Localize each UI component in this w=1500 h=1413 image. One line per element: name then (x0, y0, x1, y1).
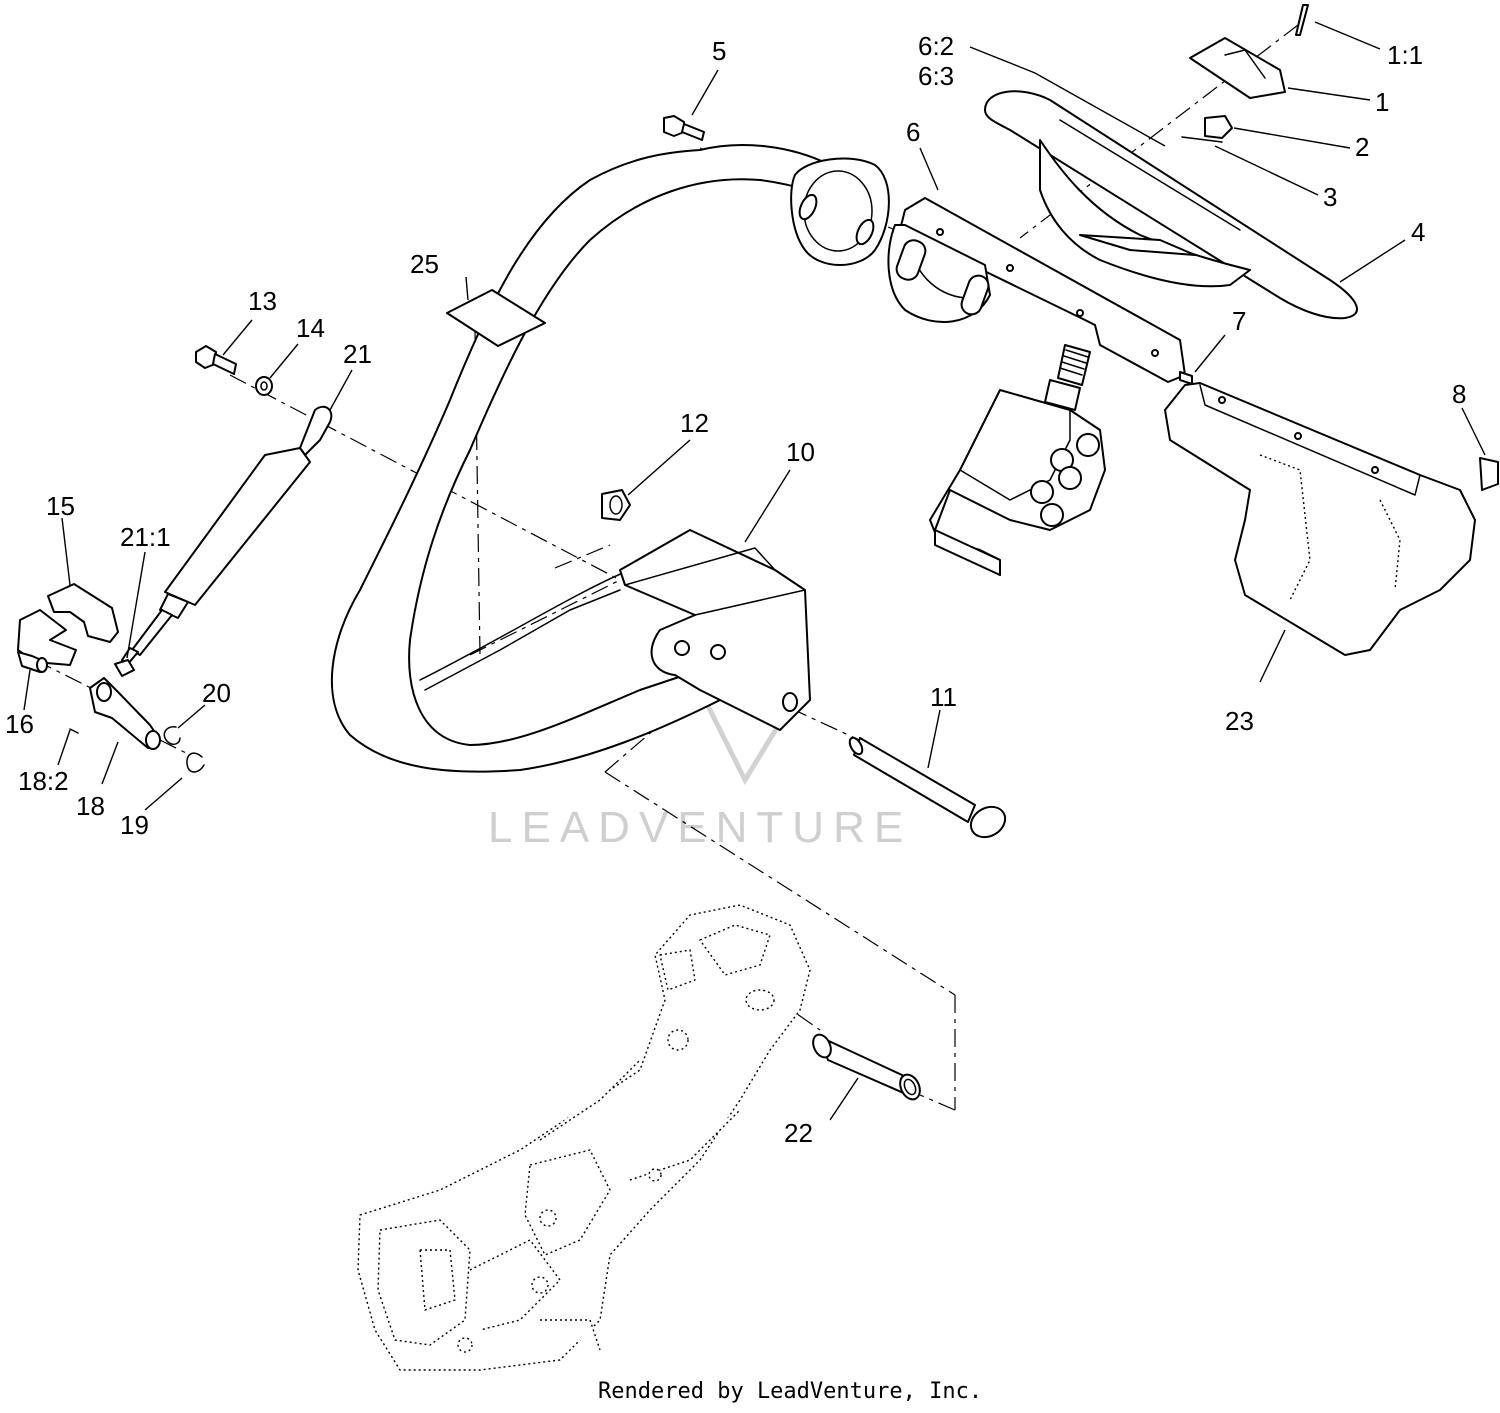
leader-lines (23, 21, 1486, 1121)
part-tube-clamp (790, 157, 890, 266)
part-23-cover (1164, 382, 1476, 656)
part-20-clip (163, 726, 181, 745)
callout-6-2: 6:2 (918, 31, 954, 61)
callout-4: 4 (1411, 217, 1425, 247)
callout-16: 16 (5, 709, 34, 739)
callout-6-3: 6:3 (918, 61, 954, 91)
part-18-2-pin (69, 728, 79, 734)
part-18-pivot-arm (89, 677, 161, 750)
callout-1-1: 1:1 (1387, 40, 1423, 70)
part-21-gas-spring (121, 405, 333, 665)
callout-18-2: 18:2 (18, 766, 69, 796)
part-11-pin (848, 736, 1007, 839)
callout-15: 15 (46, 491, 75, 521)
part-14-washer (255, 376, 273, 396)
callout-18: 18 (76, 791, 105, 821)
chassis-frame (357, 904, 811, 1371)
part-25-decal (446, 289, 546, 347)
callout-11: 11 (930, 682, 957, 712)
part-steering-tube (330, 144, 871, 773)
callout-19: 19 (120, 810, 149, 840)
part-16-stud (17, 651, 48, 673)
callout-2: 2 (1355, 132, 1369, 162)
part-5-bolt (663, 115, 705, 141)
callout-22: 22 (784, 1118, 813, 1148)
callout-21: 21 (343, 339, 372, 369)
callout-3: 3 (1323, 182, 1337, 212)
part-1-1-pin (1295, 4, 1309, 36)
part-22-pin (812, 1033, 921, 1101)
callout-5: 5 (712, 36, 726, 66)
part-15-latch (17, 583, 119, 666)
callout-20: 20 (202, 678, 231, 708)
part-21-1-nut (114, 659, 135, 677)
part-2-nut (1204, 115, 1233, 139)
part-4-steering-wheel (984, 90, 1358, 320)
callout-8: 8 (1452, 379, 1466, 409)
part-1-cap (1189, 37, 1286, 99)
callout-12: 12 (680, 408, 709, 438)
callout-23: 23 (1225, 706, 1254, 736)
callout-13: 13 (248, 286, 277, 316)
callout-labels: 1:1 1 2 3 4 5 6:2 6:3 6 7 8 23 10 11 12 … (5, 31, 1466, 1148)
callout-25: 25 (410, 249, 439, 279)
callout-6: 6 (906, 117, 920, 147)
callout-7: 7 (1232, 306, 1246, 336)
part-10-pivot-bracket (619, 529, 811, 731)
part-3-washer (1181, 136, 1223, 143)
part-8-clip (1479, 457, 1499, 491)
part-19-e-ring (186, 752, 205, 773)
part-7-screw (1179, 371, 1193, 385)
part-13-bolt (195, 345, 237, 375)
part-6-mount-plate (887, 197, 1186, 383)
callout-1: 1 (1375, 87, 1389, 117)
callout-10: 10 (786, 437, 815, 467)
watermark-text: LEADVENTURE (488, 803, 912, 852)
callout-21-1: 21:1 (120, 522, 171, 552)
callout-14: 14 (296, 313, 325, 343)
footer-rendered-by: Rendered by LeadVenture, Inc. (598, 1379, 982, 1404)
part-steering-valve (929, 344, 1106, 576)
part-12-nut (601, 489, 631, 521)
